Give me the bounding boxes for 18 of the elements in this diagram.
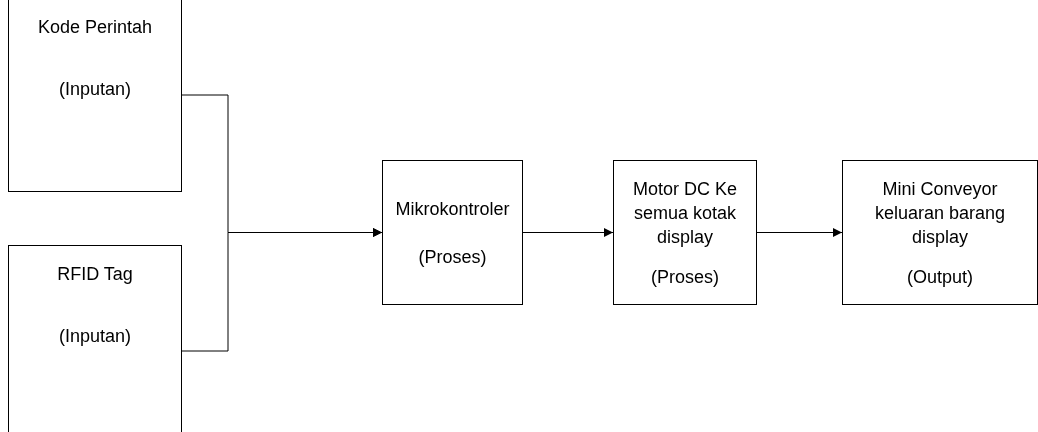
arrow [756,228,843,237]
box-role: (Proses) [651,265,719,289]
process-box [842,160,1038,305]
box-title: Kode Perintah [37,16,153,39]
box-role: (Inputan) [58,325,131,348]
process-box [613,160,757,305]
process-box [8,245,182,432]
box-title: Mikrokontroler [395,197,510,221]
arrow [181,228,383,352]
process-box [382,160,523,305]
arrow [522,228,614,237]
box-title: Mini Conveyor keluaran barang display [873,177,1007,249]
box-title: RFID Tag [57,263,133,286]
box-role: (Proses) [418,245,487,269]
box-role: (Output) [907,265,973,289]
box-title: Motor DC Ke semua kotak display [632,177,738,249]
box-role: (Inputan) [58,78,131,101]
process-box [8,0,182,192]
